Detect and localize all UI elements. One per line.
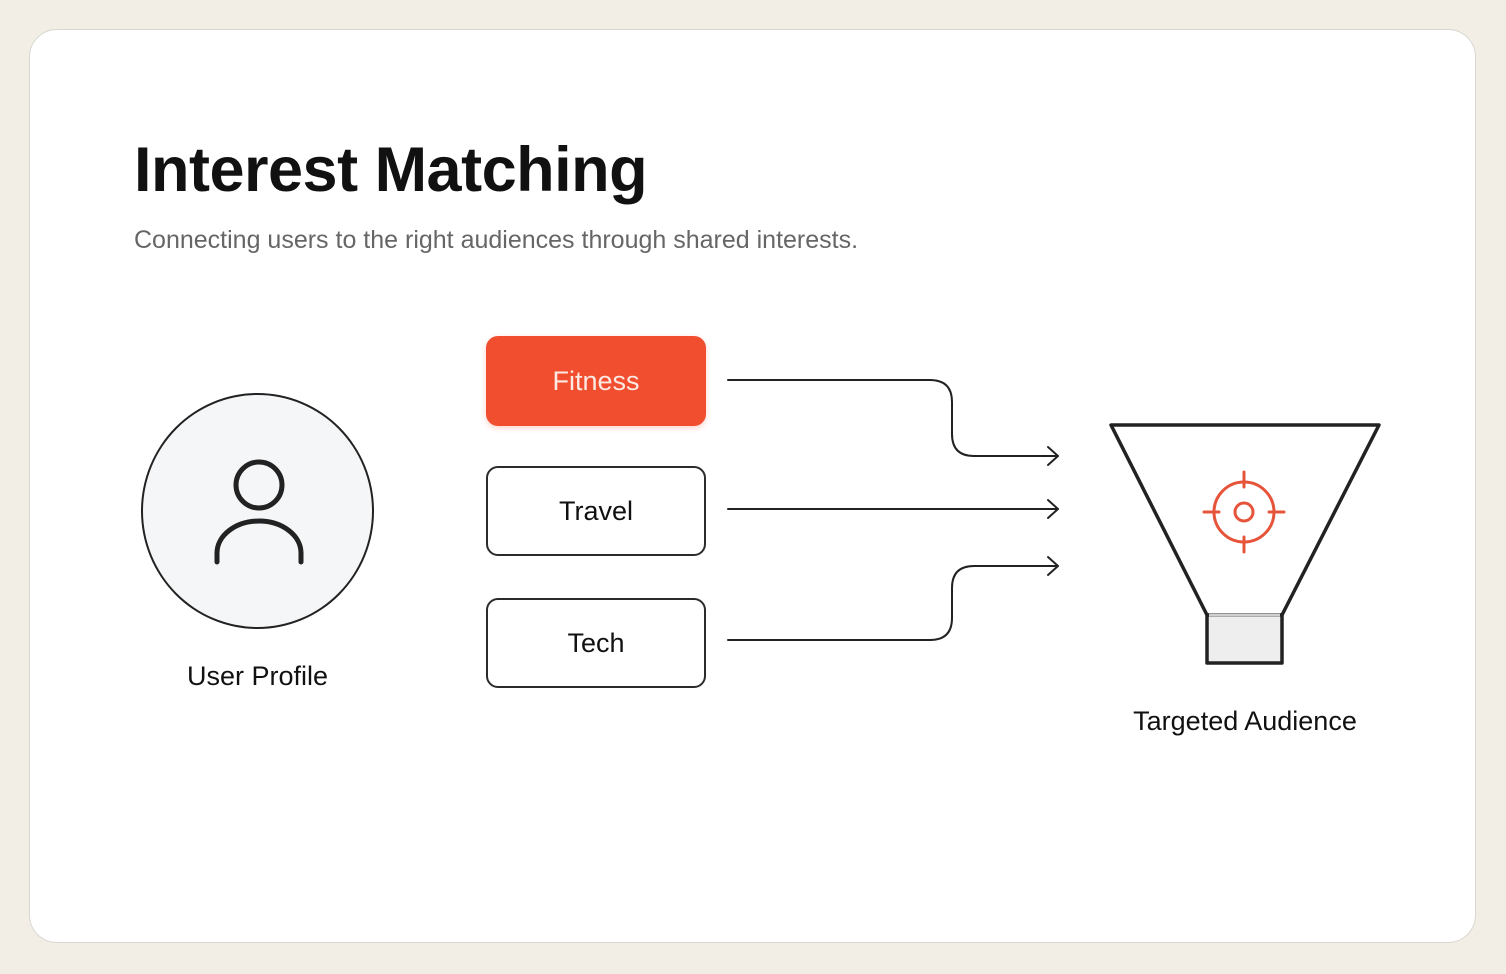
user-profile-node (141, 393, 374, 629)
interest-chip-fitness[interactable]: Fitness (486, 336, 706, 426)
arrowhead-tech (1047, 556, 1059, 576)
connector-fitness (727, 379, 1059, 457)
interest-chip-tech[interactable]: Tech (486, 598, 706, 688)
page-title: Interest Matching (134, 135, 648, 205)
targeted-audience-label: Targeted Audience (1133, 706, 1357, 736)
audience-funnel (1109, 423, 1381, 665)
arrowhead-travel (1047, 499, 1059, 519)
interest-chip-travel[interactable]: Travel (486, 466, 706, 556)
user-icon (214, 459, 304, 565)
page-subtitle: Connecting users to the right audiences … (134, 226, 859, 254)
user-profile-label: User Profile (186, 661, 329, 691)
connector-tech (727, 565, 1059, 641)
target-icon (1202, 470, 1286, 554)
arrowhead-fitness (1047, 446, 1059, 466)
